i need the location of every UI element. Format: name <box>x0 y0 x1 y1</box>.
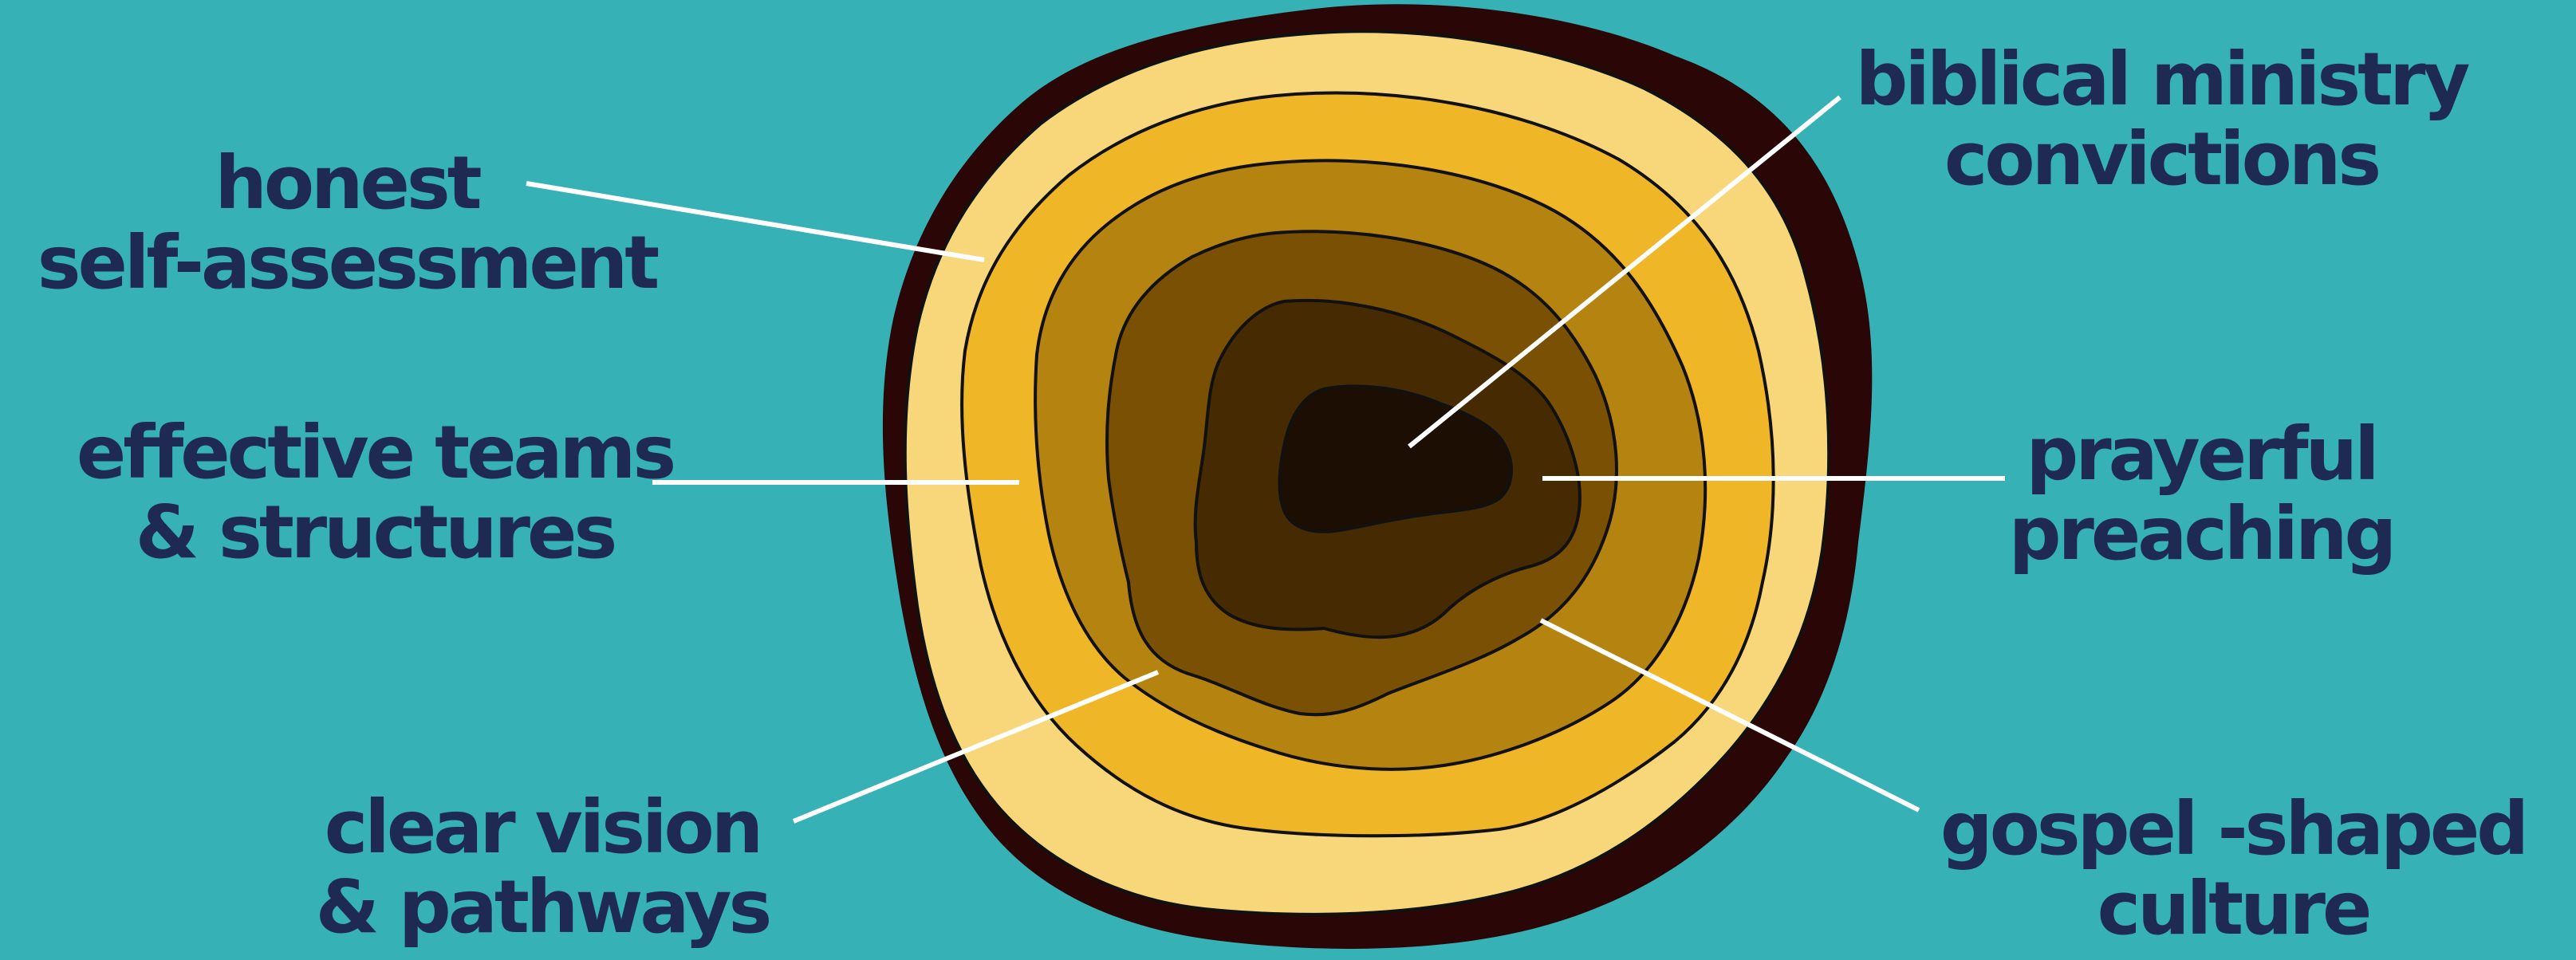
label-gospel-shaped-culture: gospel -shaped culture <box>1898 789 2568 949</box>
label-biblical-line-1: biblical ministry <box>1818 40 2504 120</box>
label-vision-line-1: clear vision <box>263 788 821 868</box>
label-biblical-ministry: biblical ministry convictions <box>1818 40 2504 199</box>
label-prayerful-line-2: preaching <box>1930 494 2472 574</box>
label-teams-line-2: & structures <box>32 493 718 572</box>
label-teams-line-1: effective teams <box>32 413 718 493</box>
label-honest-line-2: self-assessment <box>0 223 694 303</box>
label-effective-teams: effective teams & structures <box>32 413 718 572</box>
label-biblical-line-2: convictions <box>1818 120 2504 199</box>
label-honest-line-1: honest <box>0 144 694 223</box>
label-prayerful-preaching: prayerful preaching <box>1930 415 2472 574</box>
label-gospel-line-2: culture <box>1898 869 2568 949</box>
label-gospel-line-1: gospel -shaped <box>1898 789 2568 869</box>
label-clear-vision: clear vision & pathways <box>263 788 821 947</box>
label-prayerful-line-1: prayerful <box>1930 415 2472 494</box>
label-vision-line-2: & pathways <box>263 868 821 947</box>
label-honest-self-assessment: honest self-assessment <box>0 144 694 303</box>
